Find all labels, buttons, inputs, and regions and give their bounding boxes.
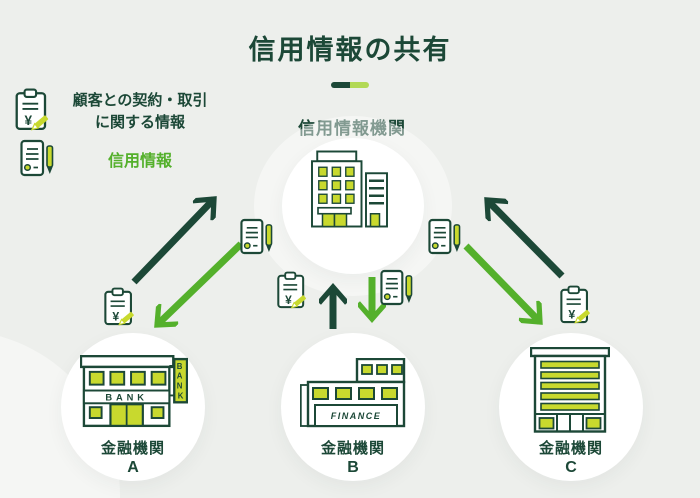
institution-a-letter: A — [127, 459, 139, 476]
finance-building-icon: FINANCE — [299, 357, 408, 433]
svg-text:¥: ¥ — [285, 293, 292, 307]
svg-text:¥: ¥ — [112, 310, 119, 324]
svg-text:¥: ¥ — [24, 113, 32, 128]
institution-a-label: 金融機関 — [100, 440, 165, 457]
contract-clipboard-icon: ¥ — [559, 285, 595, 330]
institution-c-label: 金融機関 — [538, 440, 603, 457]
svg-text:B A N: B A N K — [177, 362, 185, 400]
title-underline-light — [350, 82, 369, 88]
credit-document-icon — [380, 269, 413, 311]
svg-text:¥: ¥ — [568, 308, 575, 322]
institution-b-letter: B — [347, 459, 359, 476]
contract-clipboard-icon: ¥ — [276, 271, 311, 315]
bureau-label: 信用情報機関 — [298, 119, 406, 138]
institution-b-circle: FINANCE 金融機関 B — [281, 333, 425, 481]
institution-b-label: 金融機関 — [320, 440, 385, 457]
office-tower-icon — [529, 346, 611, 438]
credit-info-label: 信用情報 — [107, 153, 172, 170]
arrow-bureau-to-c — [463, 243, 540, 322]
contract-clipboard-icon: ¥ — [103, 287, 139, 332]
title-underline-dark — [331, 82, 350, 88]
title-underline — [331, 82, 369, 88]
page-title: 信用情報の共有 — [248, 35, 452, 65]
credit-document-icon — [240, 218, 273, 260]
svg-text:BANK: BANK — [105, 392, 148, 402]
contract-info-line2: に関する情報 — [94, 114, 185, 131]
arrow-bureau-to-a — [157, 241, 244, 325]
institution-c-letter: C — [565, 459, 577, 476]
institution-c-circle: 金融機関 C — [499, 333, 643, 481]
svg-text:FINANCE: FINANCE — [331, 411, 382, 421]
arrow-c-to-bureau — [487, 200, 565, 279]
credit-document-icon — [428, 218, 461, 260]
arrow-a-to-bureau — [131, 199, 214, 285]
office-buildings-icon — [306, 150, 390, 233]
contract-info-label: 顧客との契約・取引 に関する情報 — [54, 90, 226, 134]
institution-a-circle: BANK B A N K 金融機関 A — [61, 333, 205, 481]
credit-document-icon — [20, 138, 54, 183]
bank-building-icon: BANK B A N K — [79, 354, 189, 433]
contract-clipboard-icon: ¥ — [14, 88, 54, 137]
contract-info-line1: 顧客との契約・取引 — [72, 92, 208, 109]
